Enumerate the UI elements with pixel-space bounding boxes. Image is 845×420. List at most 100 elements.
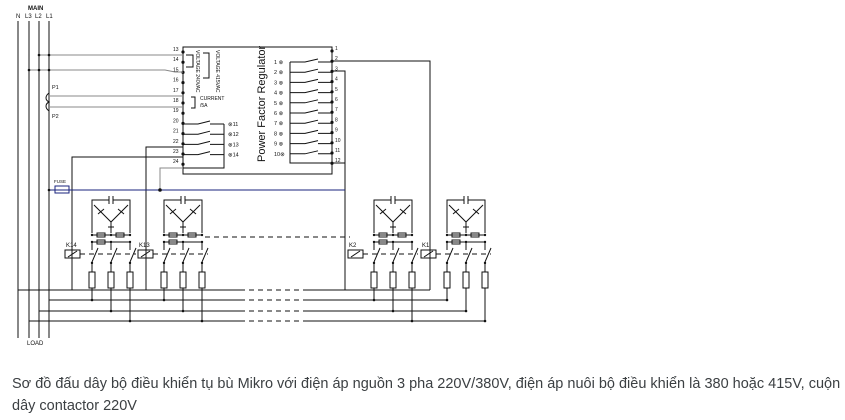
fuse-icon (443, 271, 451, 289)
contactor-label: K2 (349, 243, 357, 249)
discharge-resistor (115, 232, 125, 238)
fuse-icon (370, 271, 378, 289)
contactor-switch (392, 242, 400, 263)
capacitor-icon (163, 196, 203, 233)
contactor-switch (110, 242, 118, 263)
terminal-label: 21 (173, 129, 179, 135)
discharge-resistor (397, 232, 407, 238)
relay-contact (290, 109, 332, 114)
terminal-label: 6 (335, 97, 338, 103)
relay-output-label: 6 ⊗ (274, 111, 284, 117)
relay-contact (290, 129, 332, 134)
buses (18, 236, 484, 322)
alarm-contact (183, 151, 224, 156)
relay-output-label: 5 ⊗ (274, 101, 284, 107)
terminal-label: 7 (335, 107, 338, 113)
ct-p2-label: P2 (52, 114, 59, 120)
terminal-label: 9 (335, 128, 338, 134)
relay-contact (290, 140, 332, 145)
load-label: LOAD (27, 341, 44, 347)
current-value: /5A (200, 103, 208, 109)
terminal-label: 4 (335, 77, 338, 83)
capacitor-icon (373, 196, 413, 233)
contactor-label: K1 (422, 243, 430, 249)
line-labels: N L3 L2 L1 (16, 14, 53, 20)
fuse-icon (88, 271, 96, 289)
relay-contact (290, 78, 332, 83)
relay-output-label: 4 ⊗ (274, 91, 284, 97)
terminal-dot (181, 101, 185, 105)
capacitor-icon (446, 196, 486, 233)
terminal-label: 10 (335, 138, 341, 144)
relay-contact (290, 58, 332, 63)
figure-caption: Sơ đồ đấu dây bộ điều khiển tụ bù Mikro … (12, 376, 841, 414)
terminal-label: 14 (173, 57, 179, 63)
terminal-dot (181, 132, 185, 136)
capacitor-icon (91, 196, 131, 233)
terminal-dot (181, 142, 185, 146)
discharge-resistor (96, 232, 106, 238)
discharge-resistor (378, 232, 388, 238)
contactor-switch (182, 242, 190, 263)
label-l2: L2 (35, 14, 42, 20)
alarm-output-label: ⊗14 (228, 153, 239, 159)
terminal-dot (181, 162, 185, 166)
contactor-switch (484, 242, 492, 263)
relay-output-label: 8 ⊗ (274, 131, 284, 137)
label-l3: L3 (25, 14, 32, 20)
current-label: CURRENT (200, 96, 224, 102)
relay-output-label: 10⊗ (274, 152, 285, 158)
terminal-label: 20 (173, 118, 179, 124)
terminal-dot (181, 91, 185, 95)
terminal-dot (181, 50, 185, 54)
alarm-output-label: ⊗11 (228, 122, 238, 128)
capacitor-stage-k1: K1 (420, 196, 492, 323)
alarm-contact (183, 130, 224, 135)
discharge-resistor (168, 232, 178, 238)
contactor-switch (411, 242, 419, 263)
capacitor-stage-k13: K13 (137, 196, 209, 323)
fuse-icon (462, 271, 470, 289)
contactor-switch (91, 242, 99, 263)
relay-output-label: 7 ⊗ (274, 121, 284, 127)
discharge-resistor (378, 239, 388, 245)
fuse-label: FUSE (54, 179, 66, 184)
capacitor-stages: K14 K13 K2 K1 (64, 196, 492, 323)
terminal-dot (181, 152, 185, 156)
terminal-label: 19 (173, 108, 179, 114)
capacitor-stage-k14: K14 (64, 196, 137, 323)
terminal-label: 5 (335, 87, 338, 93)
alarm-contact (183, 120, 224, 125)
fuse-icon (408, 271, 416, 289)
fuse-icon (179, 271, 187, 289)
fuse (54, 185, 70, 194)
discharge-resistor (96, 239, 106, 245)
terminal-label: 8 (335, 117, 338, 123)
fuse-icon (198, 271, 206, 289)
terminal-label: 17 (173, 88, 179, 94)
relay-output-label: 2 ⊗ (274, 70, 284, 76)
discharge-resistor (451, 239, 461, 245)
relay-contact (290, 150, 332, 155)
main-label: MAIN (28, 6, 43, 12)
alarm-output-label: ⊗13 (228, 142, 239, 148)
alarm-contact (183, 140, 224, 145)
discharge-resistor (168, 239, 178, 245)
discharge-resistor (187, 232, 197, 238)
terminal-label: 2 (335, 56, 338, 62)
terminal-label: 11 (335, 148, 340, 154)
relay-contact (290, 119, 332, 124)
terminal-label: 13 (173, 47, 179, 53)
terminal-dot (330, 49, 334, 53)
contactor-label: K14 (66, 243, 77, 249)
terminal-dot (181, 81, 185, 85)
fuse-icon (389, 271, 397, 289)
voltage-415-label: VOLTAGE 415VAC (214, 50, 220, 93)
terminal-label: 18 (173, 98, 179, 104)
fuse-icon (126, 271, 134, 289)
contactor-switch (446, 242, 454, 263)
relay-output-label: 9 ⊗ (274, 142, 284, 148)
capacitor-stage-k2: K2 (347, 196, 419, 323)
terminal-label: 16 (173, 78, 179, 84)
label-l1: L1 (46, 14, 53, 20)
